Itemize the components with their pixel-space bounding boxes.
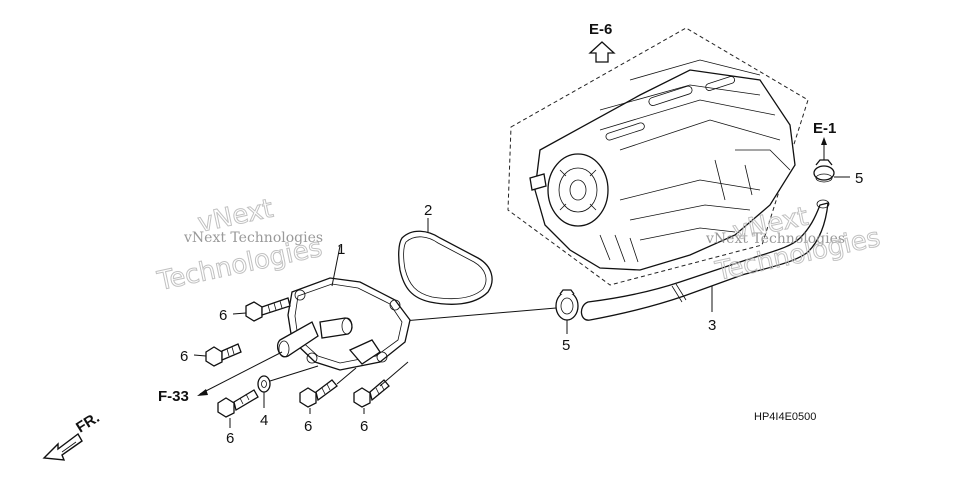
part-label-1: 1 (337, 241, 345, 258)
label-6a-leader (232, 312, 247, 315)
label-6b-leader (193, 354, 207, 357)
engine-block (507, 27, 809, 286)
ref-f33: F-33 (158, 388, 189, 405)
bolt-6-b (205, 343, 242, 367)
bolt-6-e (353, 379, 390, 408)
label-1-leader (331, 245, 341, 287)
pump-cover (276, 277, 411, 371)
ref-e6: E-6 (589, 21, 612, 38)
washer-leader (269, 365, 319, 382)
bolt-6-a (245, 297, 291, 322)
part-label-5-lower: 5 (562, 337, 570, 354)
part-label-6-e: 6 (360, 418, 368, 435)
bolt-6-d (299, 379, 338, 408)
part-label-6-b: 6 (180, 348, 188, 365)
part-label-6-a: 6 (219, 307, 227, 324)
bolt-d-leader (336, 367, 357, 385)
part-label-2: 2 (424, 202, 432, 219)
f33-arrow-icon (197, 389, 208, 396)
ref-fr: FR. (73, 409, 103, 436)
watermark-right-small: vNext Technologies (705, 231, 845, 247)
clamp-lower (555, 289, 579, 321)
watermark-left-small: vNext Technologies (183, 230, 323, 246)
washer-4 (257, 375, 271, 393)
ref-e1: E-1 (813, 120, 836, 137)
drawing-code: HP4I4E0500 (754, 411, 816, 423)
hose (580, 199, 830, 321)
part-label-4: 4 (260, 412, 268, 429)
part-label-5-upper: 5 (855, 170, 863, 187)
front-arrow-icon (42, 432, 83, 461)
f33-leader (199, 351, 283, 395)
part-label-6-c: 6 (226, 430, 234, 447)
gasket (398, 230, 493, 305)
e1-arrow-icon (821, 137, 827, 145)
bolt-6-c (217, 389, 259, 418)
e6-arrow-icon (588, 41, 616, 63)
bolt-e-leader (379, 361, 409, 387)
part-label-3: 3 (708, 317, 716, 334)
part-label-6-d: 6 (304, 418, 312, 435)
clamp-upper (813, 159, 835, 183)
